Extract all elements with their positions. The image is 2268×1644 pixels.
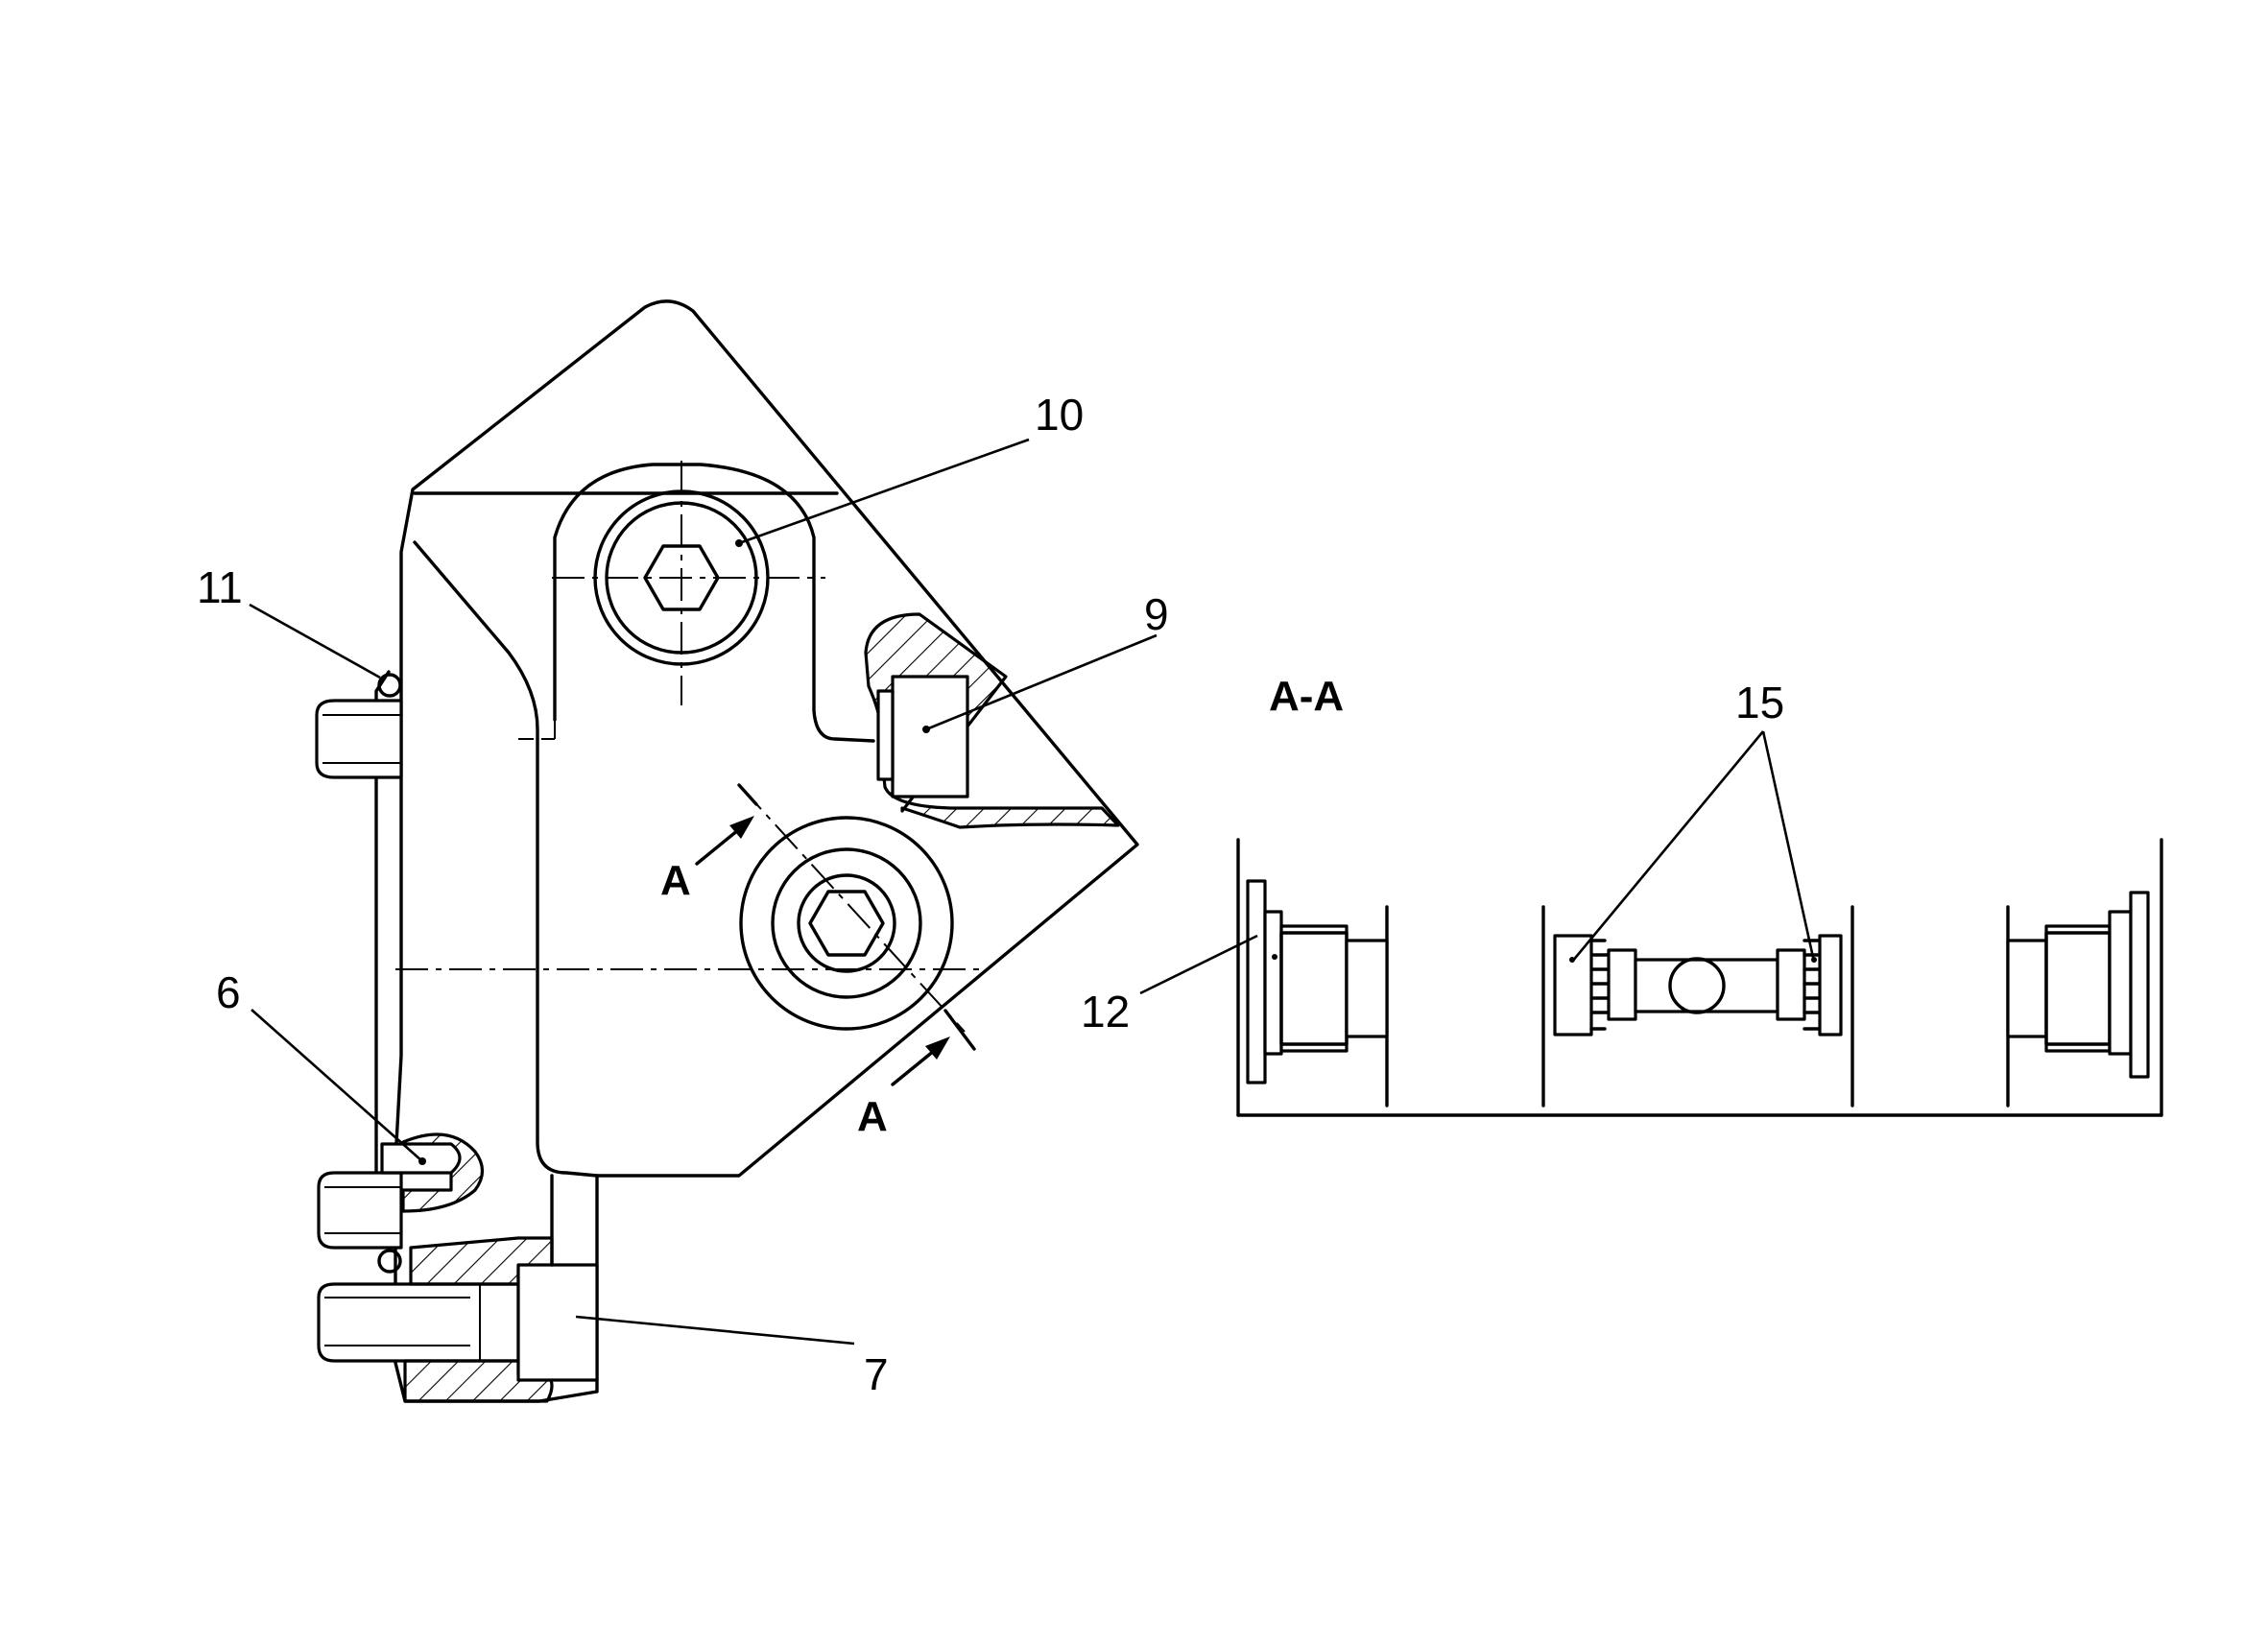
callout-10: 10 xyxy=(1035,390,1084,440)
spool-cross-hole xyxy=(1668,957,1726,1014)
section-spool-15 xyxy=(1553,934,1843,1036)
valve-body-outline xyxy=(394,299,1139,1403)
callout-15: 15 xyxy=(1735,678,1784,727)
inner-face-outline xyxy=(413,540,599,1178)
section-title: A-A xyxy=(1269,673,1344,720)
plug-7-head xyxy=(516,1263,599,1382)
upper-boss xyxy=(553,463,875,743)
callout-9: 9 xyxy=(1144,589,1169,639)
section-arrow-bottom-icon xyxy=(891,1036,950,1086)
section-arrow-top-icon xyxy=(695,816,754,866)
top-stud xyxy=(315,673,403,779)
main-view xyxy=(315,299,1139,1403)
section-right-plug xyxy=(2006,891,2150,1079)
leader-lines xyxy=(249,438,1816,1346)
callout-11: 11 xyxy=(197,562,243,612)
callout-12: 12 xyxy=(1081,987,1130,1036)
callout-6: 6 xyxy=(216,967,241,1017)
callout-7: 7 xyxy=(864,1349,889,1399)
section-left-plug-12 xyxy=(1246,879,1389,1084)
upper-plug-body xyxy=(891,675,969,798)
section-marker-bottom: A xyxy=(857,1093,888,1140)
lower-hex-socket-icon xyxy=(808,890,885,957)
lower-port-outer-ring xyxy=(739,816,954,1031)
hex-socket-icon xyxy=(643,544,720,611)
section-marker-top: A xyxy=(660,857,691,904)
middle-stud xyxy=(317,1171,403,1274)
lower-stud xyxy=(317,1282,520,1363)
lower-port-mid-ring xyxy=(771,847,922,999)
section-view-a-a xyxy=(1236,838,2163,1117)
section-cutting-line xyxy=(738,784,966,1033)
